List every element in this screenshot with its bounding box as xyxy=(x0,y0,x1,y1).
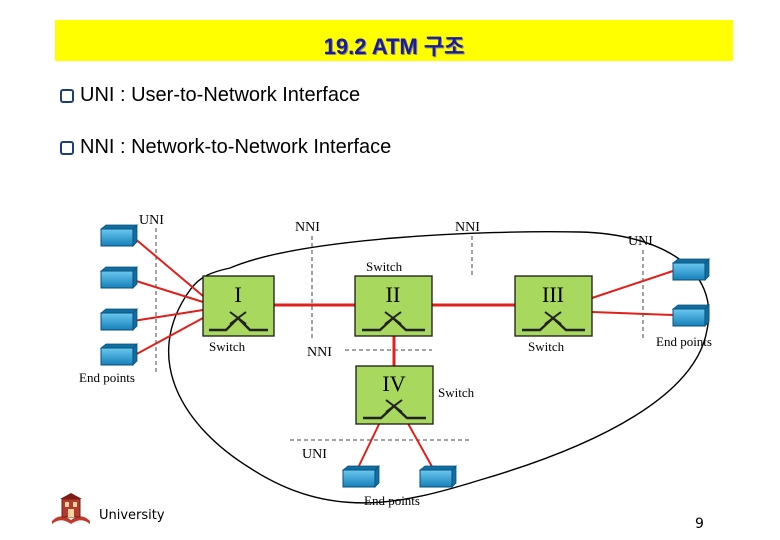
link-ep-left-4 xyxy=(132,317,204,357)
endpoints-bottom xyxy=(341,465,457,488)
link-ep-right-1 xyxy=(591,270,674,299)
network-cloud-boundary xyxy=(167,231,710,504)
bullet-box-icon xyxy=(60,88,74,103)
label-nni-middle: NNI xyxy=(307,345,332,360)
link-ep-bottom-1 xyxy=(355,417,383,473)
link-ep-left-2 xyxy=(132,279,204,303)
switch-i: I xyxy=(202,275,275,337)
link-ep-left-1 xyxy=(132,236,204,297)
page-title: 19.2 ATM 구조 xyxy=(323,34,465,59)
university-logo-icon xyxy=(52,493,90,524)
link-ep-bottom-2 xyxy=(404,417,436,473)
endpoints-right xyxy=(671,258,710,327)
label-uni-left: UNI xyxy=(139,213,164,228)
endpoints-left xyxy=(99,224,138,366)
link-ep-right-2 xyxy=(591,311,674,316)
university-name: University xyxy=(99,508,165,523)
switch-iii-id: III xyxy=(542,282,564,307)
label-switch-iii: Switch xyxy=(528,339,565,354)
endpoint-icon xyxy=(671,258,710,281)
endpoint-icon xyxy=(99,266,138,289)
switch-iii: III xyxy=(514,275,593,337)
bullet-nni: NNI : Network-to-Network Interface xyxy=(60,136,391,159)
uni-links xyxy=(132,236,674,473)
endpoint-icon xyxy=(418,465,457,488)
title-bar: 19.2 ATM 구조 xyxy=(55,20,733,61)
bullet-box-icon xyxy=(60,140,74,155)
label-endpoints-bottom: End points xyxy=(364,493,420,508)
label-uni-right: UNI xyxy=(628,234,653,249)
endpoint-icon xyxy=(99,343,138,366)
switch-i-id: I xyxy=(234,282,241,307)
switch-iv: IV xyxy=(355,365,434,425)
bullet-uni: UNI : User-to-Network Interface xyxy=(60,84,360,107)
link-ep-left-3 xyxy=(132,309,204,322)
endpoint-icon xyxy=(99,308,138,331)
endpoint-icon xyxy=(671,304,710,327)
label-nni-top-left: NNI xyxy=(295,220,320,235)
switch-ii: II xyxy=(354,275,433,337)
nni-links xyxy=(274,303,515,366)
page-number: 9 xyxy=(695,516,704,532)
label-switch-ii: Switch xyxy=(366,259,403,274)
label-endpoints-left: End points xyxy=(79,370,135,385)
endpoint-icon xyxy=(99,224,138,247)
label-nni-top-right: NNI xyxy=(455,220,480,235)
label-switch-i: Switch xyxy=(209,339,246,354)
endpoint-icon xyxy=(341,465,380,488)
label-endpoints-right: End points xyxy=(656,334,712,349)
bullet-uni-text: UNI : User-to-Network Interface xyxy=(80,84,361,106)
switch-ii-id: II xyxy=(386,282,401,307)
bullet-nni-text: NNI : Network-to-Network Interface xyxy=(80,136,392,158)
label-uni-bottom: UNI xyxy=(302,447,327,462)
label-switch-iv: Switch xyxy=(438,385,475,400)
switch-iv-id: IV xyxy=(382,371,405,396)
